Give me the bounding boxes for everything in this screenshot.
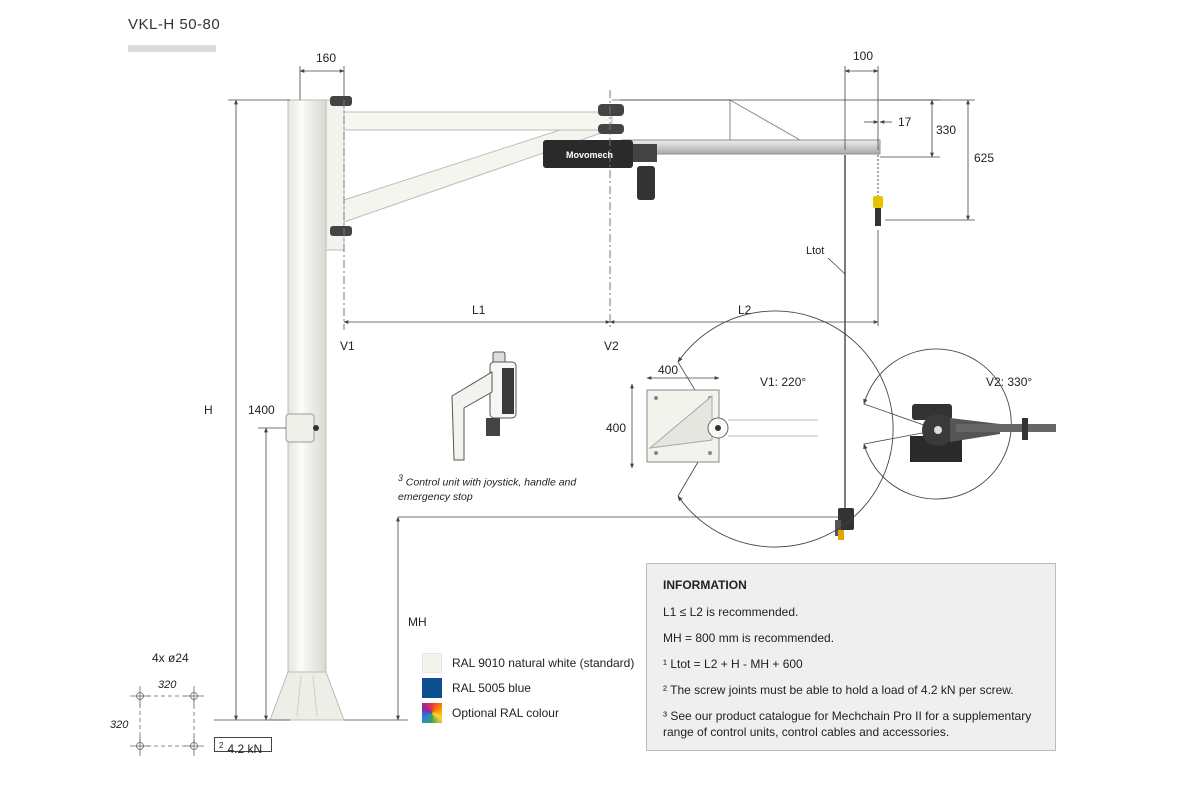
base-dim-320-v: 320: [110, 719, 129, 731]
hoist-unit: Movomech: [543, 140, 657, 200]
crane-column: [269, 99, 345, 721]
lifting-chain: [835, 155, 883, 540]
dim-ltot: Ltot: [806, 245, 824, 257]
dim-625: 625: [974, 151, 994, 165]
info-line: L1 ≤ L2 is recommended.: [663, 605, 799, 619]
dim-h: H: [204, 403, 213, 417]
label-v1-angle: V1: 220°: [760, 375, 806, 389]
label-v2: V2: [604, 339, 619, 353]
v2-rotation-view: [863, 348, 1056, 500]
info-line: ² The screw joints must be able to hold …: [663, 683, 1014, 697]
dim-l1: L1: [472, 303, 486, 317]
swatch-white: [422, 652, 442, 673]
info-line: ³ See our product catalogue for Mechchai…: [663, 709, 1032, 739]
label-v2-angle: V2: 330°: [986, 375, 1032, 389]
centre-lines: [343, 90, 611, 330]
crane-bracket: [325, 96, 624, 251]
dim-330: 330: [936, 123, 956, 137]
base-bolts-label: 4x ø24: [152, 651, 189, 665]
information-title: INFORMATION: [663, 578, 747, 592]
base-bolt-pattern: [130, 686, 204, 756]
control-unit-illustration: [451, 351, 517, 461]
legend-item-white: RAL 9010 natural white (standard): [422, 650, 634, 675]
page-title: VKL-H 50-80: [128, 16, 221, 33]
info-line: MH = 800 mm is recommended.: [663, 631, 835, 645]
control-unit-caption: 3 Control unit with joystick, handle and…: [398, 473, 577, 503]
dim-mh: MH: [408, 615, 427, 629]
dim-17: 17: [898, 115, 912, 129]
info-line: ¹ Ltot = L2 + H - MH + 600: [663, 657, 803, 671]
title-underline: [128, 45, 216, 52]
control-box-on-column: [285, 413, 319, 443]
dim-100: 100: [853, 49, 873, 63]
dim-plate-400-h: 400: [658, 363, 678, 377]
dim-plate-400-v: 400: [606, 421, 626, 435]
information-panel: INFORMATION L1 ≤ L2 is recommended. MH =…: [646, 563, 1056, 751]
swatch-blue: [422, 677, 442, 698]
dim-1400: 1400: [248, 403, 275, 417]
base-dim-320-h: 320: [158, 679, 177, 691]
legend-item-blue: RAL 5005 blue: [422, 675, 634, 700]
v1-rotation-view: [630, 310, 894, 548]
colour-legend: RAL 9010 natural white (standard) RAL 50…: [422, 650, 634, 725]
label-v1: V1: [340, 339, 355, 353]
dim-160: 160: [316, 51, 336, 65]
legend-item-optional: Optional RAL colour: [422, 700, 634, 725]
swatch-multicolour: [422, 702, 442, 723]
dim-l2: L2: [738, 303, 752, 317]
hoist-brand-label: Movomech: [566, 150, 613, 160]
